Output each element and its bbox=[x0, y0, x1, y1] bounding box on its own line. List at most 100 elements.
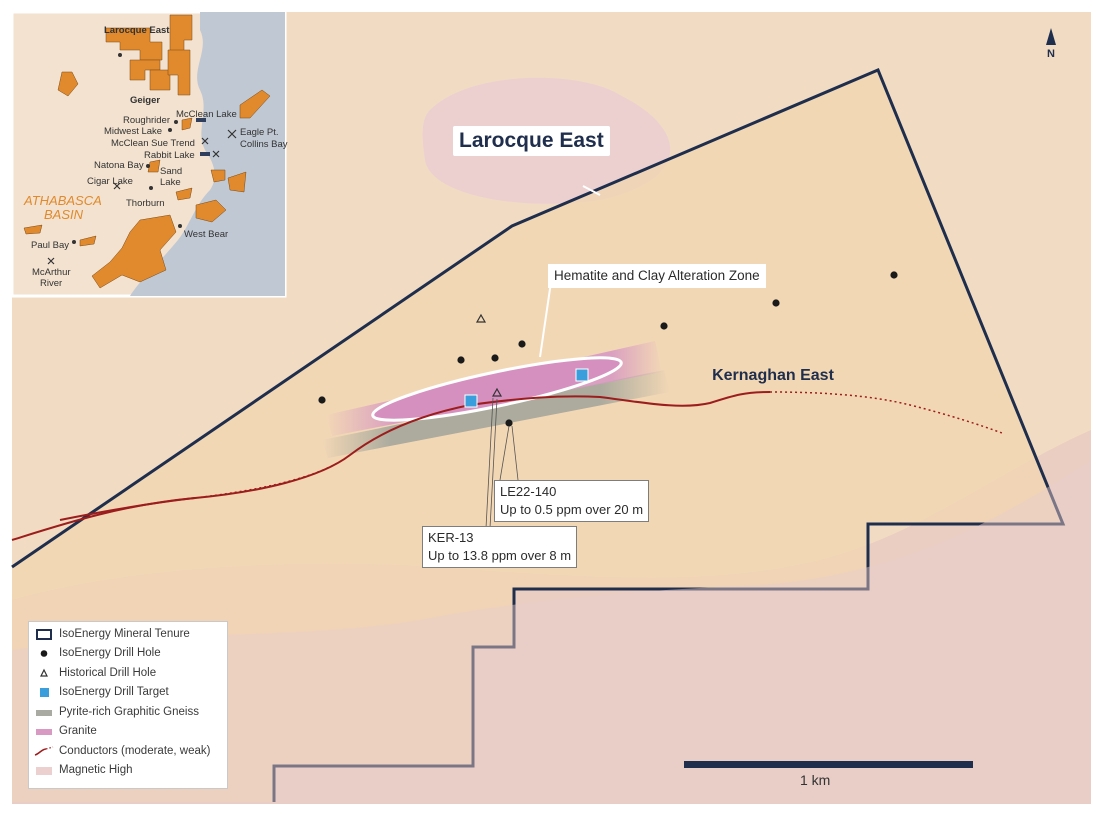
property-title: Larocque East bbox=[453, 126, 610, 156]
alteration-zone-label: Hematite and Clay Alteration Zone bbox=[548, 264, 766, 288]
claim-block bbox=[181, 117, 193, 131]
basin-label: ATHABASCA bbox=[23, 193, 102, 208]
magnetic-high-swatch bbox=[29, 762, 59, 778]
inset-label: Collins Bay bbox=[240, 139, 288, 150]
inset-label: Sand bbox=[160, 166, 182, 177]
basin-label: BASIN bbox=[44, 207, 84, 222]
mine-icon bbox=[201, 137, 209, 145]
claim-block bbox=[175, 187, 193, 201]
legend-label: Granite bbox=[59, 725, 97, 737]
callout-title: LE22-140 bbox=[500, 484, 557, 499]
conductor-moderate-w bbox=[59, 497, 196, 521]
legend-item-drill-target: IsoEnergy Drill Target bbox=[29, 683, 169, 701]
legend-label: IsoEnergy Drill Target bbox=[59, 686, 169, 698]
conductor-icon bbox=[29, 743, 59, 759]
le22-leader bbox=[499, 425, 519, 481]
claim-block bbox=[210, 169, 226, 183]
inset-label: McArthur bbox=[32, 267, 71, 278]
mill-icon bbox=[200, 152, 210, 156]
legend-label: Magnetic High bbox=[59, 764, 133, 776]
inset-point bbox=[146, 164, 150, 168]
gneiss-swatch bbox=[29, 704, 59, 720]
callout-title: KER-13 bbox=[428, 530, 474, 545]
claim-block bbox=[129, 59, 161, 81]
drill-target bbox=[575, 368, 589, 382]
drill-hole bbox=[457, 356, 465, 364]
north-arrow-icon bbox=[1046, 28, 1056, 45]
legend-item-historical: Historical Drill Hole bbox=[29, 664, 156, 682]
inset-label: Rabbit Lake bbox=[144, 150, 195, 161]
legend-item-drill-hole: IsoEnergy Drill Hole bbox=[29, 644, 161, 662]
legend-label: Pyrite-rich Graphitic Gneiss bbox=[59, 706, 199, 718]
legend-label: Conductors (moderate, weak) bbox=[59, 745, 211, 757]
inset-label: Lake bbox=[160, 177, 181, 188]
inset-point bbox=[178, 224, 182, 228]
granite-swatch bbox=[29, 723, 59, 739]
tenure-fill bbox=[12, 70, 1063, 802]
legend-label: IsoEnergy Drill Hole bbox=[59, 647, 161, 659]
north-label: N bbox=[1047, 48, 1055, 60]
callout-value: Up to 13.8 ppm over 8 m bbox=[428, 548, 572, 563]
mine-symbols bbox=[47, 129, 237, 265]
drill-hole bbox=[518, 340, 526, 348]
kernaghan-east-label: Kernaghan East bbox=[712, 367, 834, 384]
inset-label: West Bear bbox=[184, 229, 228, 240]
claim-block bbox=[149, 69, 171, 91]
tenure-icon bbox=[29, 626, 59, 642]
mine-icon bbox=[212, 150, 220, 158]
mill-icon bbox=[196, 118, 206, 122]
claim-block bbox=[239, 89, 271, 119]
callout-ker-13: KER-13 Up to 13.8 ppm over 8 m bbox=[422, 526, 578, 568]
claim-block bbox=[91, 214, 177, 289]
inset-label: Thorburn bbox=[126, 198, 165, 209]
drill-hole bbox=[660, 322, 668, 330]
alteration-leader-line bbox=[539, 281, 552, 358]
conductor-weak-east bbox=[769, 391, 1003, 434]
claim-block bbox=[167, 49, 191, 96]
drill-target bbox=[464, 394, 478, 408]
inset-point bbox=[149, 186, 153, 190]
legend-label: IsoEnergy Mineral Tenure bbox=[59, 628, 190, 640]
legend: IsoEnergy Mineral Tenure IsoEnergy Drill… bbox=[28, 621, 228, 789]
legend-item-conductor: Conductors (moderate, weak) bbox=[29, 742, 210, 760]
legend-item-gneiss: Pyrite-rich Graphitic Gneiss bbox=[29, 703, 199, 721]
inset-label: Geiger bbox=[130, 95, 160, 106]
drill-hole-icon bbox=[29, 645, 59, 661]
historical-hole-icon bbox=[29, 665, 59, 681]
inset-point bbox=[174, 120, 178, 124]
scale-bar-bar bbox=[684, 761, 973, 768]
legend-label: Historical Drill Hole bbox=[59, 667, 157, 679]
title-leader-line bbox=[582, 185, 601, 196]
inset-map: Larocque East Geiger McClean Lake Roughr… bbox=[10, 10, 288, 298]
claim-block bbox=[57, 71, 79, 97]
mine-icon bbox=[227, 129, 237, 139]
inset-label: Paul Bay bbox=[31, 240, 69, 251]
inset-point bbox=[168, 128, 172, 132]
historical-drill-hole bbox=[475, 313, 487, 323]
scale-bar-label: 1 km bbox=[800, 772, 831, 788]
historical-drill-hole-ker-13 bbox=[491, 387, 503, 397]
legend-item-granite: Granite bbox=[29, 722, 97, 740]
drill-hole bbox=[890, 271, 898, 279]
inset-label: Eagle Pt. bbox=[240, 127, 279, 138]
legend-item-tenure: IsoEnergy Mineral Tenure bbox=[29, 625, 190, 643]
mine-icon bbox=[113, 182, 121, 190]
claim-block bbox=[227, 171, 247, 193]
inset-label: McClean Lake bbox=[176, 109, 237, 120]
inset-point bbox=[118, 53, 122, 57]
drill-hole bbox=[491, 354, 499, 362]
inset-label: Natona Bay bbox=[94, 160, 144, 171]
mine-icon bbox=[47, 257, 55, 265]
claim-block bbox=[23, 224, 43, 235]
inset-label: Midwest Lake bbox=[104, 126, 162, 137]
inset-label: Roughrider bbox=[123, 115, 170, 126]
legend-item-magnetic-high: Magnetic High bbox=[29, 761, 133, 779]
drill-hole-le22-140 bbox=[505, 419, 513, 427]
inset-label: McClean Sue Trend bbox=[111, 138, 195, 149]
drill-hole bbox=[772, 299, 780, 307]
ker13-leader bbox=[485, 397, 498, 529]
drill-hole bbox=[318, 396, 326, 404]
inset-water bbox=[130, 12, 285, 296]
conductor-weak-west bbox=[194, 454, 351, 499]
alteration-zone-text: Hematite and Clay Alteration Zone bbox=[554, 268, 760, 283]
